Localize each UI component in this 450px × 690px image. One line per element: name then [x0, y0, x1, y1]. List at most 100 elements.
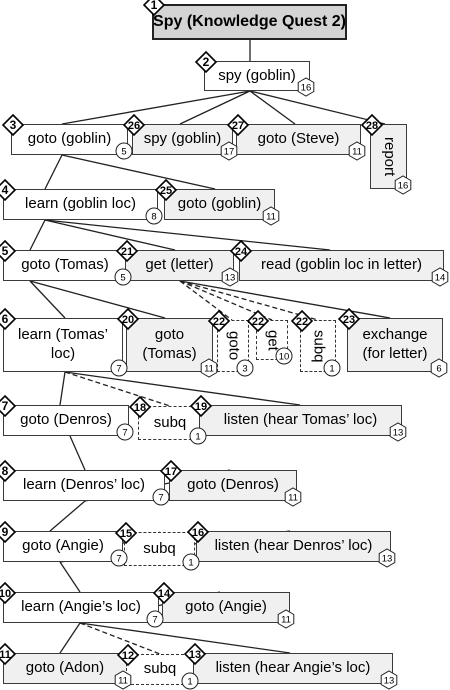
svg-text:16: 16 — [301, 83, 312, 94]
svg-text:13: 13 — [225, 273, 236, 284]
svg-text:10: 10 — [0, 588, 11, 600]
svg-text:11: 11 — [281, 615, 291, 626]
node-n27: goto (Steve) — [236, 124, 361, 155]
svg-text:7: 7 — [116, 364, 121, 375]
step-number-diamond: 26 — [122, 113, 146, 137]
svg-text:1: 1 — [195, 432, 200, 443]
svg-text:8: 8 — [151, 212, 156, 223]
step-number-diamond: 2 — [194, 50, 218, 74]
svg-text:7: 7 — [122, 428, 127, 439]
cost-circle: 10 — [275, 347, 293, 365]
svg-text:1: 1 — [151, 0, 158, 12]
node-label: get — [264, 329, 282, 351]
node-label: goto — [225, 331, 243, 361]
node-n5: goto (Tomas) — [3, 250, 127, 281]
node-n26: spy (goblin) — [132, 124, 233, 155]
svg-text:6: 6 — [2, 312, 9, 326]
cost-circle: 5 — [114, 268, 132, 286]
node-label: read (goblin loc in letter) — [261, 256, 422, 274]
edge-n21-n22a — [179, 280, 233, 321]
cost-hexagon: 16 — [297, 77, 315, 97]
svg-text:13: 13 — [382, 554, 393, 565]
node-n3: goto (goblin) — [11, 124, 128, 155]
node-label: get (letter) — [145, 256, 214, 274]
step-number-diamond: 7 — [0, 394, 17, 418]
edge-n10-n12 — [79, 622, 161, 655]
node-n19: listen (hear Tomas’ loc) — [199, 405, 402, 436]
svg-text:18: 18 — [134, 402, 146, 414]
node-label: report — [380, 136, 398, 177]
svg-text:14: 14 — [435, 273, 446, 284]
cost-circle: 8 — [145, 207, 163, 225]
svg-text:5: 5 — [120, 273, 125, 284]
svg-text:16: 16 — [398, 181, 409, 192]
node-label: goto (Angie) — [185, 598, 267, 616]
edge-n2-n28 — [249, 90, 386, 125]
node-label: subq — [143, 539, 176, 557]
edge-n4-n24 — [44, 219, 331, 251]
edge-n21-n23 — [179, 280, 391, 319]
svg-text:2: 2 — [203, 55, 210, 69]
svg-text:27: 27 — [232, 120, 244, 132]
edge-n9-n10 — [59, 561, 81, 593]
svg-text:7: 7 — [152, 615, 157, 626]
step-number-diamond: 1 — [142, 0, 166, 17]
edge-n8-n9 — [49, 500, 86, 532]
node-label: goto (Adon) — [25, 659, 105, 677]
edge-n2-n26 — [179, 90, 251, 125]
step-number-diamond: 17 — [159, 459, 183, 483]
step-number-diamond: 9 — [0, 520, 17, 544]
step-number-diamond: 18 — [128, 395, 152, 419]
step-number-diamond: 10 — [0, 581, 17, 605]
cost-circle: 7 — [110, 359, 128, 377]
cost-hexagon: 13 — [221, 267, 239, 287]
node-n4: learn (goblin loc) — [3, 189, 158, 220]
step-number-diamond: 3 — [1, 113, 25, 137]
node-n24: read (goblin loc in letter) — [239, 250, 444, 281]
node-n6: learn (Tomas’ loc) — [3, 318, 123, 372]
cost-circle: 7 — [146, 610, 164, 628]
svg-text:7: 7 — [2, 399, 9, 413]
svg-text:7: 7 — [116, 554, 121, 565]
node-n14: goto (Angie) — [162, 592, 290, 623]
svg-text:3: 3 — [10, 118, 17, 132]
svg-text:13: 13 — [384, 676, 395, 687]
svg-text:11: 11 — [288, 493, 298, 504]
cost-hexagon: 11 — [284, 487, 302, 507]
step-number-diamond: 22 — [290, 309, 314, 333]
node-label: goto (Angie) — [22, 537, 104, 555]
cost-hexagon: 17 — [220, 141, 238, 161]
svg-text:3: 3 — [242, 364, 247, 375]
cost-hexagon: 11 — [200, 358, 218, 378]
step-number-diamond: 5 — [0, 239, 17, 263]
cost-circle: 1 — [182, 553, 200, 571]
cost-hexagon: 14 — [431, 267, 449, 287]
node-n1: Spy (Knowledge Quest 2) — [152, 4, 347, 40]
svg-text:1: 1 — [329, 364, 334, 375]
edge-n6-n7 — [59, 371, 66, 406]
svg-text:13: 13 — [393, 428, 404, 439]
cost-hexagon: 11 — [277, 609, 295, 629]
cost-hexagon: 11 — [348, 141, 366, 161]
edge-n3-n25 — [61, 154, 216, 190]
svg-text:9: 9 — [2, 525, 9, 539]
svg-text:22: 22 — [296, 316, 308, 328]
node-label: listen (hear Denros’ loc) — [214, 537, 373, 555]
node-n7: goto (Denros) — [3, 405, 129, 436]
edge-n3-n4 — [44, 154, 63, 190]
svg-text:5: 5 — [2, 244, 9, 258]
edge-n2-n3 — [61, 90, 251, 125]
node-label: learn (Angie’s loc) — [21, 598, 141, 616]
svg-text:11: 11 — [0, 649, 11, 661]
edge-n6-n19 — [64, 371, 301, 406]
cost-circle: 7 — [152, 488, 170, 506]
svg-text:11: 11 — [204, 364, 214, 375]
svg-text:22: 22 — [252, 316, 264, 328]
node-label: listen (hear Angie’s loc) — [215, 659, 371, 677]
node-label: goto (Steve) — [257, 130, 340, 148]
node-label: spy (goblin) — [218, 66, 296, 84]
node-label: goto (Denros) — [20, 411, 112, 429]
node-n10: learn (Angie’s loc) — [3, 592, 159, 623]
